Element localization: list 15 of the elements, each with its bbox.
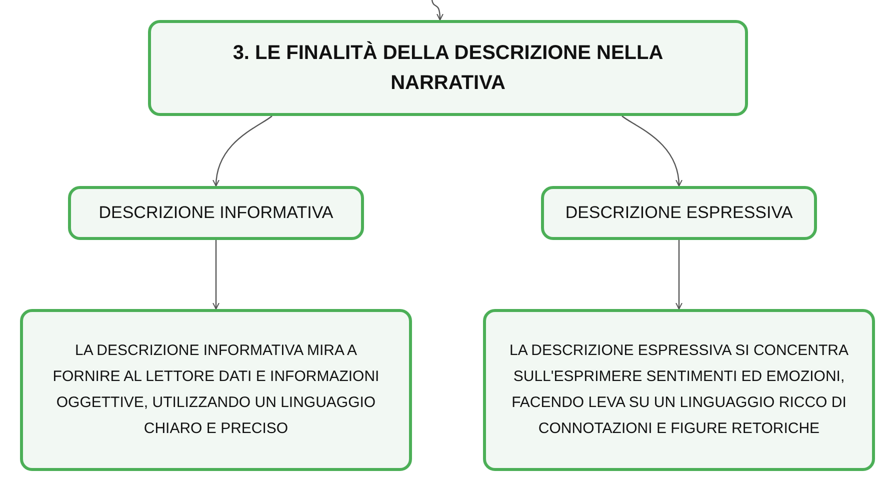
topic-box [541, 186, 817, 240]
description-box [483, 309, 875, 471]
arrow [212, 240, 220, 310]
node-text: 3. LE FINALITÀ DELLA DESCRIZIONE NELLA NARRATIVA [232, 40, 664, 96]
title-box [148, 20, 748, 116]
description-box [20, 309, 412, 471]
arrow [431, 0, 444, 20]
node-text: DESCRIZIONE INFORMATIVA [98, 202, 334, 224]
arrow [213, 116, 272, 186]
node-text: LA DESCRIZIONE ESPRESSIVA SI CONCENTRA SULL'ESPRIMERE SENTIMENTI ED EMOZIONI, FACENDO LEVA SU UN LINGUAGGIO RICCO DI CONNOTAZIONI E FIGURE RETORICHE [508, 341, 850, 439]
node-text: LA DESCRIZIONE INFORMATIVA MIRA A FORNIRE AL LETTORE DATI E INFORMAZIONI OGGETTIVE, UTILIZZANDO UN LINGUAGGIO CHIARO E PRECISO [52, 341, 380, 439]
arrow [676, 240, 682, 310]
node-text: DESCRIZIONE ESPRESSIVA [565, 202, 793, 224]
topic-box [68, 186, 364, 240]
arrow [622, 116, 682, 186]
